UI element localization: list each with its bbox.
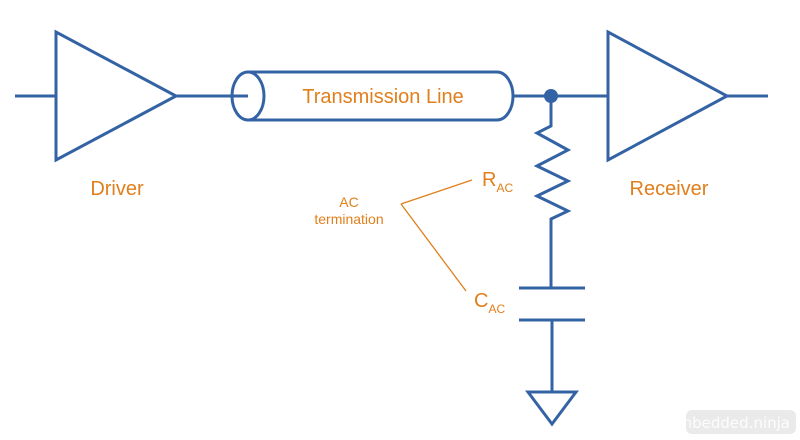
transmission-line [230, 70, 608, 122]
resistor-label-main: R [482, 169, 496, 191]
receiver-label: Receiver [630, 178, 709, 200]
receiver [606, 29, 768, 163]
resistor-icon [533, 96, 572, 288]
annotation-line1: AC [339, 194, 358, 210]
receiver-triangle-icon [606, 29, 731, 163]
transmission-line-label: Transmission Line [302, 86, 464, 108]
capacitor-label: CAC [474, 290, 505, 316]
capacitor-label-sub: AC [488, 302, 505, 316]
resistor-label-sub: AC [496, 181, 513, 195]
capacitor-icon [519, 286, 585, 392]
watermark: mbedded.ninja [678, 414, 790, 432]
driver [15, 29, 248, 163]
driver-label: Driver [90, 178, 144, 200]
capacitor-label-main: C [474, 290, 488, 312]
resistor-label: RAC [482, 169, 513, 195]
watermark-bg [686, 410, 796, 434]
coax-end-icon [230, 70, 266, 122]
ground-icon [525, 390, 579, 427]
annotation-leader-resistor [400, 179, 473, 205]
annotation-leader-capacitor [400, 203, 467, 292]
driver-triangle-icon [54, 29, 180, 163]
coax-body-icon [248, 70, 515, 122]
annotation-line2: termination [314, 211, 383, 227]
